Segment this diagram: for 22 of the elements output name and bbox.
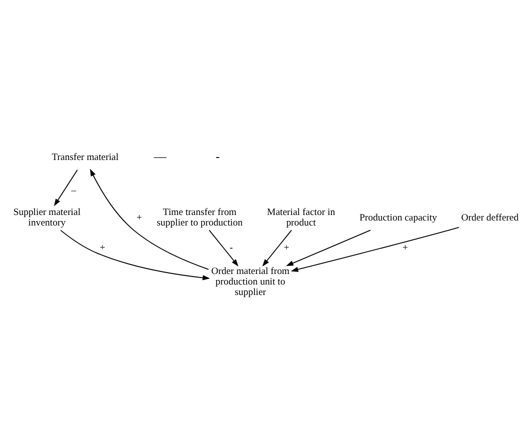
node-text: Order deffered [461, 212, 519, 224]
arrow [262, 230, 292, 266]
edge-label: + [136, 212, 142, 224]
arrow [290, 226, 460, 272]
arrow [60, 230, 210, 280]
node-text: Production capacity [360, 212, 438, 224]
arrow [90, 168, 210, 270]
label: - [216, 149, 220, 164]
label: — [154, 149, 166, 164]
node-text: Order material from production unit to supplier [211, 266, 290, 298]
arrow [286, 230, 371, 266]
node-text: Time transfer from supplier to production [156, 207, 243, 228]
arrow [208, 230, 238, 266]
node-text: Material factor in product [267, 207, 336, 228]
edge-label: + [402, 242, 408, 254]
node-text: Supplier material inventory [13, 207, 81, 228]
edge-label: _ [71, 182, 76, 194]
node-text: Transfer material [52, 152, 119, 163]
edge-label: + [284, 242, 290, 254]
edge-label: + [100, 242, 106, 254]
edge-label: - [230, 242, 233, 254]
arrow [54, 169, 78, 206]
